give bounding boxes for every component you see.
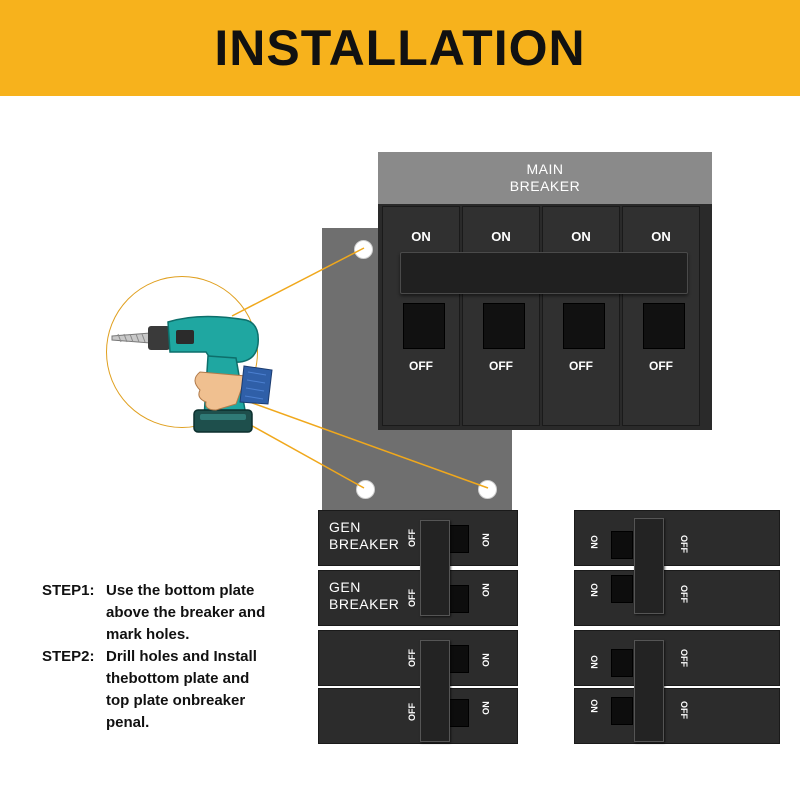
step-2: STEP2: Drill holes and Install thebottom… (42, 646, 312, 734)
switch-window (611, 575, 633, 603)
switch-window (483, 303, 525, 349)
breaker-row: OFF ON (318, 688, 518, 744)
plate-hole (354, 240, 373, 259)
off-label: OFF (649, 359, 673, 373)
off-label: OFF (489, 359, 513, 373)
main-breaker-pole: ON OFF (462, 206, 540, 426)
switch-window (611, 649, 633, 677)
breaker-row: ON OFF (574, 630, 780, 686)
switch-window (611, 697, 633, 725)
main-breaker: MAIN BREAKER ON OFF ON OFF ON OFF ON OFF (378, 152, 712, 430)
hand-icon (194, 365, 273, 411)
installation-steps: STEP1: Use the bottom plate above the br… (42, 580, 312, 734)
on-label: ON (411, 229, 431, 244)
switch-window (563, 303, 605, 349)
on-label: ON (571, 229, 591, 244)
breaker-handle[interactable] (420, 640, 450, 742)
plate-hole (478, 480, 497, 499)
breaker-row: ON OFF (574, 688, 780, 744)
on-label: ON (651, 229, 671, 244)
main-breaker-pole: ON OFF (382, 206, 460, 426)
main-breaker-pole: ON OFF (542, 206, 620, 426)
drill-icon (111, 315, 259, 433)
gen-breaker-row: GEN BREAKER OFF ON (318, 570, 518, 626)
step-text: Drill holes and Install thebottom plate … (106, 648, 257, 731)
leader-line (243, 399, 489, 489)
leader-line (237, 417, 365, 489)
main-breaker-pole: ON OFF (622, 206, 700, 426)
plate-hole (356, 480, 375, 499)
breaker-row: ON OFF (574, 570, 780, 626)
breaker-handle[interactable] (634, 518, 664, 614)
gen-breaker-label: GEN BREAKER (329, 579, 400, 612)
page-title: INSTALLATION (214, 20, 586, 76)
main-breaker-tie-bar[interactable] (400, 252, 688, 294)
switch-window (643, 303, 685, 349)
breaker-row: ON OFF (574, 510, 780, 566)
step-1: STEP1: Use the bottom plate above the br… (42, 580, 312, 646)
main-breaker-title-line2: BREAKER (509, 178, 581, 194)
off-label: OFF (569, 359, 593, 373)
gen-breaker-handle[interactable] (420, 520, 450, 616)
step-label: STEP1: (42, 582, 95, 599)
switch-window (611, 531, 633, 559)
step-label: STEP2: (42, 648, 95, 665)
off-label: OFF (409, 359, 433, 373)
gen-breaker-row: GEN BREAKER OFF ON (318, 510, 518, 566)
main-breaker-header: MAIN BREAKER (378, 152, 712, 204)
title-banner: INSTALLATION (0, 0, 800, 96)
step-text: Use the bottom plate above the breaker a… (106, 582, 266, 643)
breaker-row: OFF ON (318, 630, 518, 686)
breaker-handle[interactable] (634, 640, 664, 742)
on-label: ON (491, 229, 511, 244)
leader-line (231, 247, 365, 317)
gen-breaker-label: GEN BREAKER (329, 519, 400, 552)
switch-window (403, 303, 445, 349)
main-breaker-title-line1: MAIN (526, 161, 564, 177)
